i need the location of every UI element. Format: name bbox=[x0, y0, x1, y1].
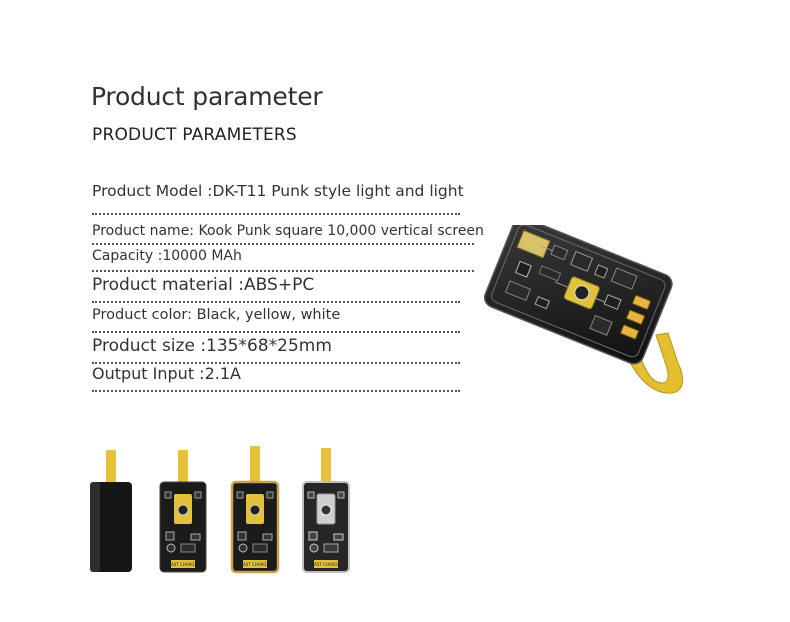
product-photo-side bbox=[90, 450, 132, 572]
divider bbox=[92, 331, 460, 333]
page-title: Product parameter bbox=[91, 82, 323, 111]
divider bbox=[92, 362, 460, 364]
product-photo-main bbox=[483, 225, 683, 394]
fast-charge-label: FAST CHARGE bbox=[312, 562, 340, 567]
fast-charge-label: FAST CHARGE bbox=[169, 562, 197, 567]
divider bbox=[92, 270, 474, 272]
divider bbox=[92, 301, 460, 303]
spec-model: Product Model :DK-T11 Punk style light a… bbox=[92, 182, 464, 200]
divider bbox=[92, 390, 460, 392]
spec-material: Product material :ABS+PC bbox=[92, 275, 315, 295]
fast-charge-label: FAST CHARGE bbox=[241, 562, 269, 567]
spec-output: Output Input :2.1A bbox=[92, 364, 241, 383]
divider bbox=[92, 213, 460, 215]
spec-name: Product name: Kook Punk square 10,000 ve… bbox=[92, 223, 484, 239]
product-photo-front-black: FAST CHARGE bbox=[159, 450, 207, 573]
product-photo-front-gold: FAST CHARGE bbox=[230, 446, 280, 574]
spec-capacity: Capacity :10000 MAh bbox=[92, 248, 242, 264]
spec-size: Product size :135*68*25mm bbox=[92, 336, 332, 356]
page-subtitle: PRODUCT PARAMETERS bbox=[92, 125, 297, 145]
divider bbox=[92, 243, 474, 245]
spec-color: Product color: Black, yellow, white bbox=[92, 307, 341, 323]
product-photo-front-white: FAST CHARGE bbox=[302, 448, 350, 573]
